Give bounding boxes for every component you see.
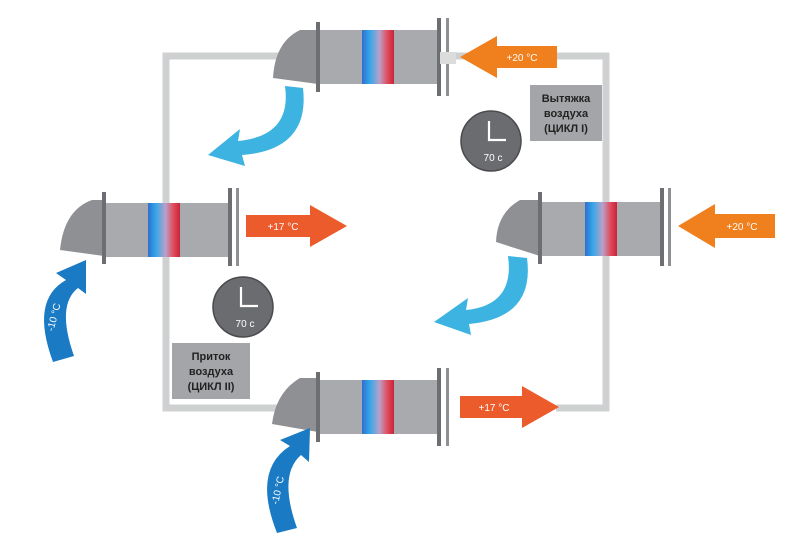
svg-text:воздуха: воздуха bbox=[189, 366, 234, 378]
svg-text:воздуха: воздуха bbox=[544, 108, 589, 120]
right-outflow-arrow: -7 °C bbox=[434, 256, 528, 335]
bottom-inflow-arrow: -10 °C bbox=[267, 428, 310, 533]
top-inflow-label: +20 °C bbox=[507, 53, 538, 64]
exhaust-timer: 70 с bbox=[460, 110, 522, 172]
exhaust-label-box: Вытяжка воздуха (ЦИКЛ I) bbox=[530, 85, 602, 141]
svg-text:Приток: Приток bbox=[192, 351, 231, 363]
top-inflow-arrow: +20 °C bbox=[460, 36, 557, 78]
left-outflow-arrow: +17 °C bbox=[246, 205, 347, 247]
supply-label-box: Приток воздуха (ЦИКЛ II) bbox=[172, 343, 250, 399]
right-inflow-label: +20 °C bbox=[727, 222, 758, 233]
clock-icon bbox=[487, 121, 506, 142]
left-inflow-arrow: -10 °C bbox=[44, 260, 86, 362]
right-ventilation-unit bbox=[496, 188, 671, 266]
bottom-outflow-label: +17 °C bbox=[479, 403, 510, 414]
svg-text:Вытяжка: Вытяжка bbox=[542, 93, 591, 105]
clock-icon bbox=[239, 287, 258, 308]
right-inflow-arrow: +20 °C bbox=[678, 204, 775, 248]
exhaust-time-label: 70 с bbox=[484, 153, 503, 164]
left-outflow-label: +17 °C bbox=[268, 222, 299, 233]
svg-text:(ЦИКЛ I): (ЦИКЛ I) bbox=[544, 123, 588, 135]
svg-text:(ЦИКЛ II): (ЦИКЛ II) bbox=[188, 381, 235, 393]
bottom-outflow-arrow: +17 °C bbox=[460, 386, 559, 428]
supply-timer: 70 с bbox=[212, 276, 274, 338]
top-ventilation-unit bbox=[273, 18, 456, 96]
top-outflow-arrow: -7 °C bbox=[208, 86, 304, 166]
bottom-ventilation-unit bbox=[272, 368, 449, 446]
left-ventilation-unit bbox=[60, 188, 239, 266]
supply-time-label: 70 с bbox=[236, 319, 255, 330]
